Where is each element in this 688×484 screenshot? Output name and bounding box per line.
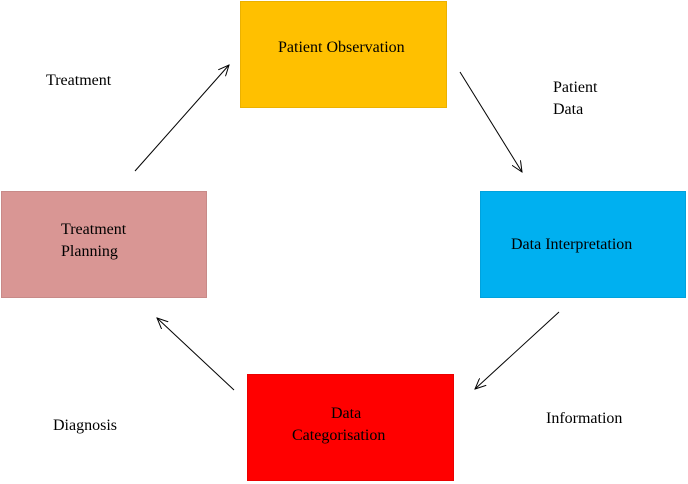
patient-observation-node: Patient Observation xyxy=(240,1,447,108)
arrow-categorisation-to-planning xyxy=(157,318,235,391)
edge-label-information: Information xyxy=(546,410,623,427)
data-categorisation-node: Data Categorisation xyxy=(247,374,454,481)
patient-observation-label: Patient Observation xyxy=(278,39,405,56)
edge-label-patient-data-line1: Patient xyxy=(553,79,598,96)
edge-label-treatment: Treatment xyxy=(46,72,112,89)
arrow-interpretation-to-categorisation xyxy=(475,311,560,389)
data-categorisation-label-line2: Categorisation xyxy=(292,427,386,444)
edge-label-patient-data-line2: Data xyxy=(553,101,584,118)
arrow-observation-to-interpretation xyxy=(459,71,522,172)
data-interpretation-node: Data Interpretation xyxy=(480,191,686,298)
treatment-planning-label-line2: Planning xyxy=(61,243,118,260)
data-interpretation-label: Data Interpretation xyxy=(511,236,633,253)
treatment-planning-label-line1: Treatment xyxy=(61,221,127,238)
data-categorisation-label-line1: Data xyxy=(331,405,362,422)
edge-label-diagnosis: Diagnosis xyxy=(53,417,117,434)
treatment-planning-node: Treatment Planning xyxy=(1,191,207,298)
arrow-planning-to-observation xyxy=(134,65,229,172)
